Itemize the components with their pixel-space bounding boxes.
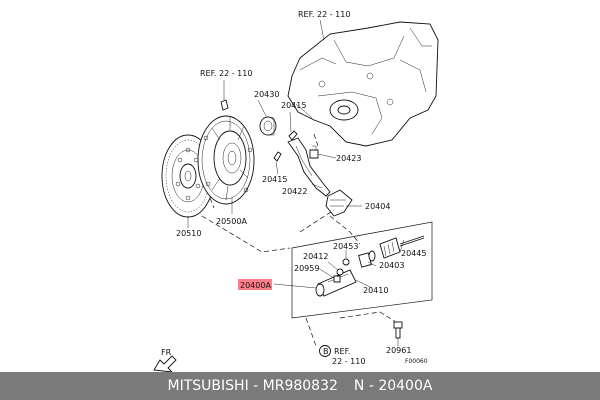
slave-cylinder-assembly-frame: [291, 221, 433, 319]
boot-20404: [325, 189, 353, 217]
banner-brand-number: MITSUBISHI - MR980832: [167, 378, 338, 394]
release-bearing-20430: [259, 116, 277, 136]
label-ref-bottom-1: REF.: [334, 347, 350, 356]
label-20410: 20410: [363, 286, 388, 295]
highlight-20400a: [238, 279, 272, 290]
banner-part-ref: N - 20400A: [353, 378, 433, 394]
label-20959: 20959: [294, 264, 319, 273]
label-20404: 20404: [365, 202, 390, 211]
bolt-20961: [393, 321, 403, 339]
pivot-20423: [309, 145, 319, 159]
assembly-line-1: [201, 215, 291, 253]
label-fr: FR: [161, 348, 172, 357]
clip-20415-upper: [288, 130, 298, 141]
screw-20959: [333, 275, 341, 283]
clip-20415-lower: [273, 151, 282, 162]
label-20412: 20412: [303, 252, 328, 261]
leader-lines: [187, 19, 405, 346]
label-ref-marker: B: [323, 347, 329, 356]
front-arrow-icon: [153, 355, 177, 372]
assembly-line-6: [305, 317, 317, 347]
cap-20412: [336, 268, 344, 276]
label-20423: 20423: [336, 154, 361, 163]
release-fork-20422: [287, 137, 331, 197]
clutch-disc-20510: [161, 134, 215, 218]
assembly-line-7: [313, 133, 319, 147]
label-20415-top: 20415: [281, 101, 306, 110]
label-ref-left: REF. 22 - 110: [200, 69, 252, 78]
label-20510: 20510: [176, 229, 201, 238]
assembly-line-3: [329, 215, 361, 245]
boot-20445: [379, 235, 425, 259]
clutch-cover-20500a: [197, 115, 255, 205]
assembly-line-5: [339, 311, 397, 323]
label-20415-low: 20415: [262, 175, 287, 184]
assembly-line-4: [299, 209, 335, 233]
piston-20403: [358, 250, 376, 268]
label-20422: 20422: [282, 187, 307, 196]
label-ref-bottom-2: 22 - 110: [332, 357, 365, 366]
label-20500a: 20500A: [216, 217, 247, 226]
label-20403: 20403: [379, 261, 404, 270]
dowel-pin: [220, 99, 229, 111]
label-20445: 20445: [401, 249, 426, 258]
assembly-line-2: [209, 197, 215, 209]
label-20430: 20430: [254, 90, 279, 99]
label-figure-code: F00060: [405, 358, 428, 365]
label-ref-top: REF. 22 - 110: [298, 10, 350, 19]
label-20961: 20961: [386, 346, 411, 355]
label-20400a: 20400A: [240, 281, 271, 290]
exploded-parts-diagram: REF. 22 - 110 REF. 22 - 110 20430 20415 …: [153, 10, 439, 372]
bleeder-20453: [342, 258, 350, 266]
part-number-banner: MITSUBISHI - MR980832 N - 20400A: [0, 372, 600, 400]
label-20453: 20453: [333, 242, 358, 251]
slave-cylinder-20410: [315, 269, 357, 297]
ref-marker-circle: [319, 345, 331, 357]
transmission-housing: [287, 21, 439, 147]
